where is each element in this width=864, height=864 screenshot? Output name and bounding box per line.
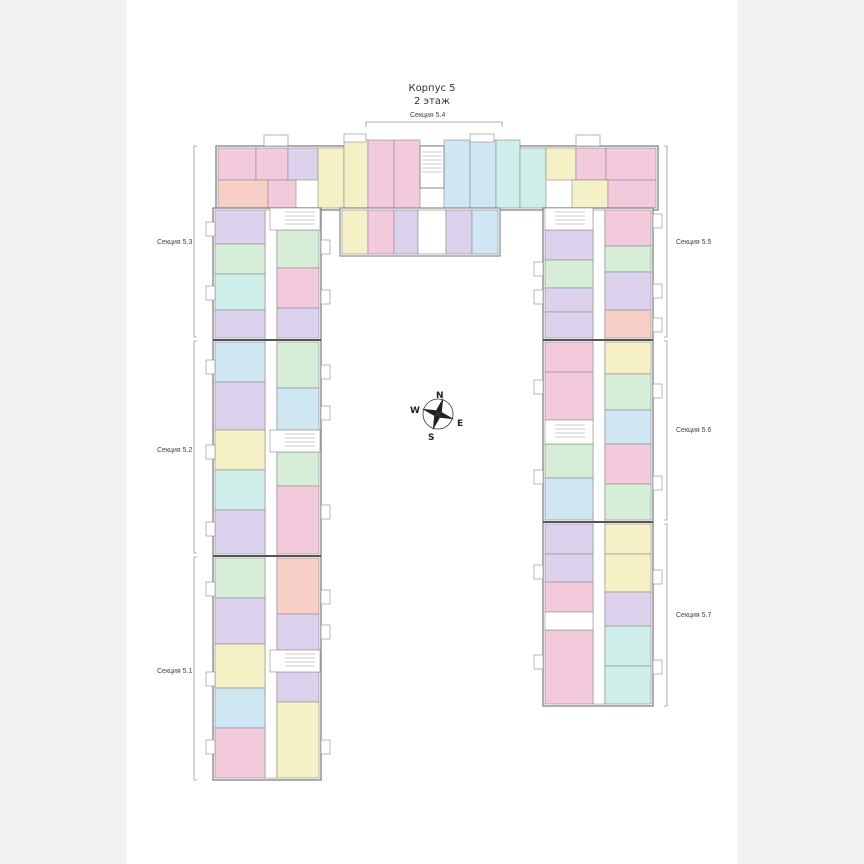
compass-s: S (428, 433, 434, 443)
section-label-5-7: Секция 5.7 (676, 612, 712, 619)
top-block (215, 133, 659, 257)
building-title: Корпус 5 (408, 83, 456, 94)
floor-title: 2 этаж (414, 96, 450, 107)
compass-n: N (436, 391, 444, 401)
left-wing (205, 207, 331, 781)
right-wing (533, 207, 663, 707)
section-brackets (193, 121, 668, 781)
section-label-5-3: Секция 5.3 (157, 239, 193, 246)
section-label-5-2: Секция 5.2 (157, 447, 193, 454)
section-label-5-4: Секция 5.4 (410, 112, 446, 119)
section-label-5-1: Секция 5.1 (157, 668, 193, 675)
compass-w: W (410, 406, 420, 416)
compass-e: E (457, 419, 463, 429)
section-label-5-5: Секция 5.5 (676, 239, 712, 246)
section-label-5-6: Секция 5.6 (676, 427, 712, 434)
compass-rose (421, 397, 455, 431)
